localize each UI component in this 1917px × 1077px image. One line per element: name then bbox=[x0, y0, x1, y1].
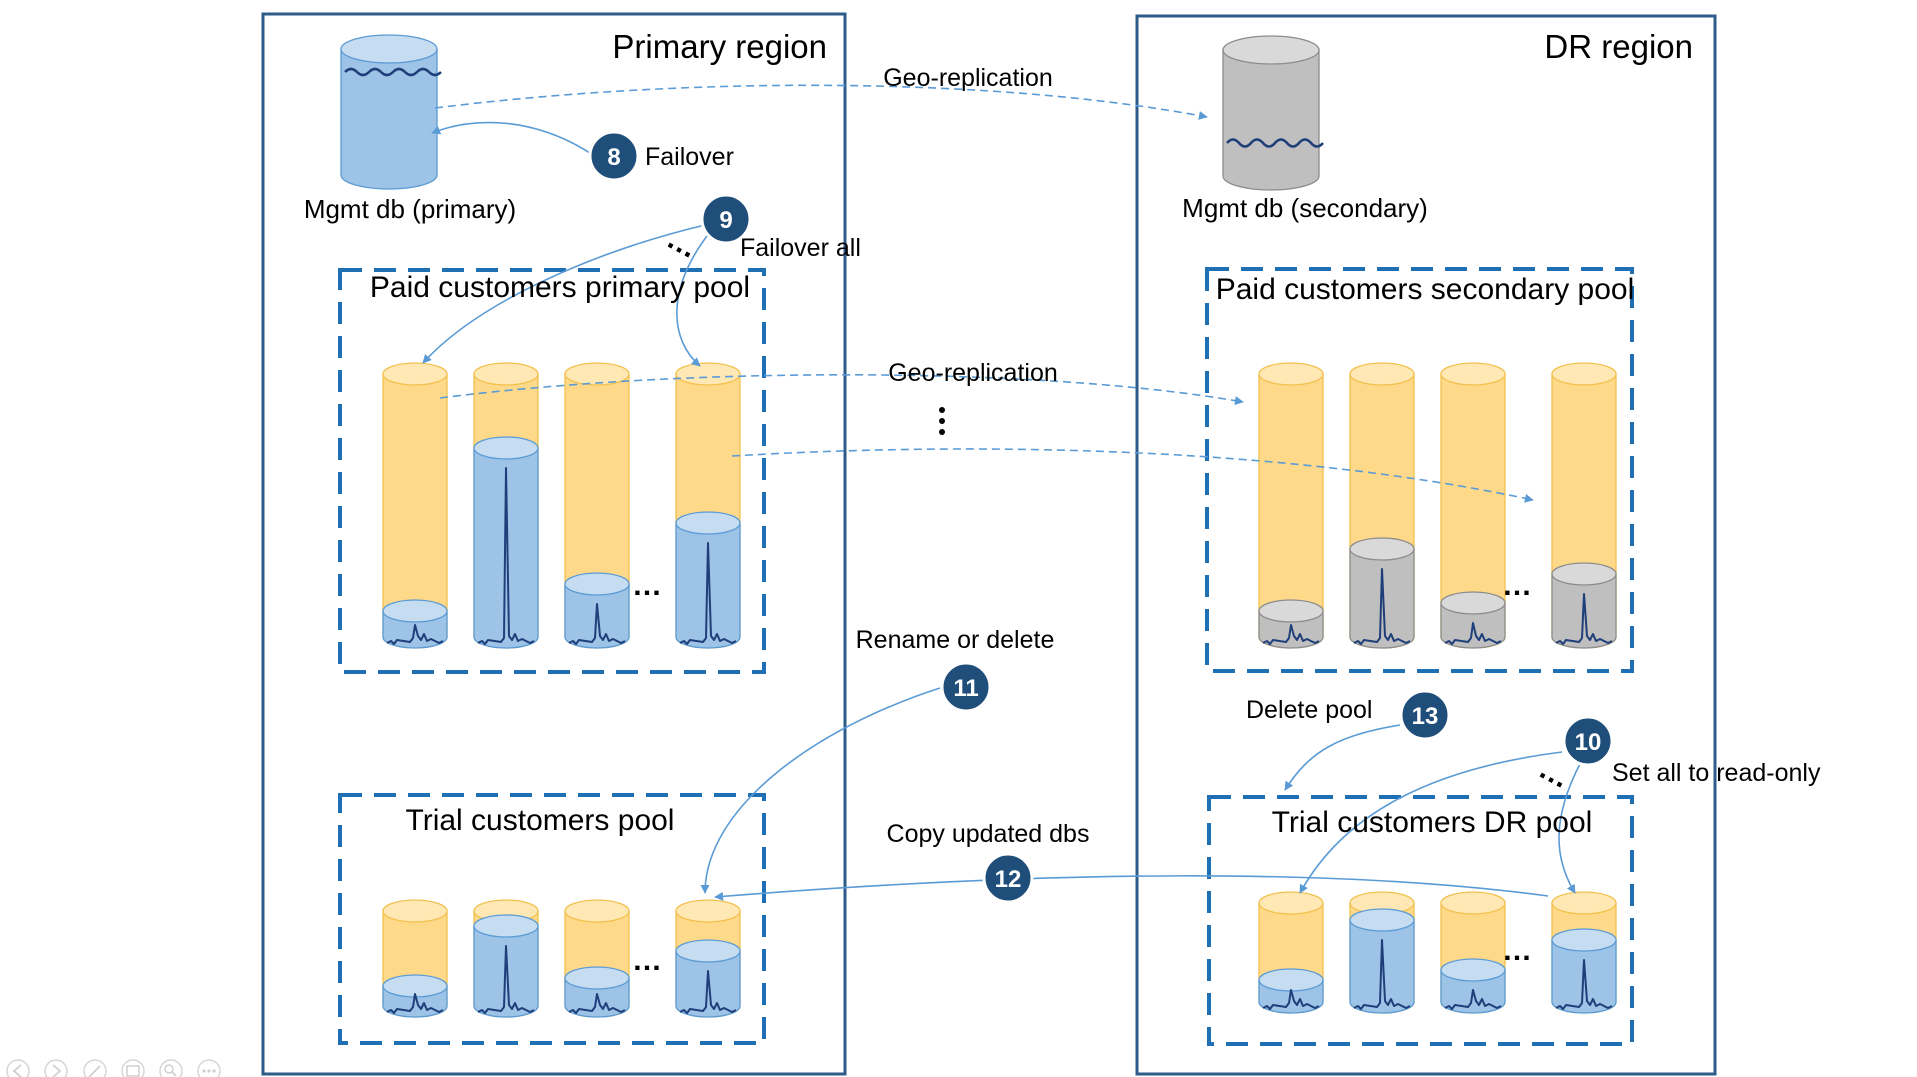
trial-primary-db-2 bbox=[473, 899, 539, 1018]
geo-replication-pool-arrow-2 bbox=[731, 448, 1534, 503]
step-badge-11-number: 11 bbox=[953, 675, 978, 702]
failover-all-label: Failover all bbox=[740, 234, 861, 262]
failover-all-ellipsis: … bbox=[661, 222, 703, 265]
delete-pool-label: Delete pool bbox=[1246, 696, 1372, 724]
step-badge-10: 10 bbox=[1562, 715, 1614, 767]
rename-or-delete-arrow bbox=[700, 687, 941, 894]
paid-primary-db-3 bbox=[564, 362, 630, 649]
trial-primary-pool-frame bbox=[338, 793, 766, 1045]
step-badge-13-number: 13 bbox=[1412, 703, 1439, 730]
database-cylinders bbox=[340, 34, 1617, 1018]
trial-dr-ellipsis: … bbox=[1502, 934, 1532, 967]
zoom-icon[interactable] bbox=[159, 1059, 183, 1077]
mgmt-db-secondary-label: Mgmt db (secondary) bbox=[1182, 193, 1428, 223]
failover-arrow bbox=[431, 121, 591, 154]
dr-region-title: DR region bbox=[1544, 28, 1693, 65]
paid-secondary-pool-title: Paid customers secondary pool bbox=[1216, 273, 1635, 306]
pen-icon[interactable] bbox=[83, 1059, 107, 1077]
step-badge-10-number: 10 bbox=[1575, 729, 1602, 756]
step-badge-8: 8 bbox=[588, 130, 640, 182]
slide-controls[interactable] bbox=[6, 1059, 221, 1077]
set-read-only-label: Set all to read-only bbox=[1612, 759, 1821, 787]
trial-primary-db-3 bbox=[564, 899, 630, 1018]
replication-vertical-ellipsis bbox=[939, 407, 945, 435]
trial-dr-db-4 bbox=[1551, 891, 1617, 1014]
trial-dr-pool-frame bbox=[1207, 795, 1634, 1046]
paid-primary-pool-frame bbox=[338, 268, 766, 674]
trial-primary-db-1 bbox=[382, 899, 448, 1018]
failover-all-arrow-2 bbox=[676, 231, 711, 367]
trial-primary-ellipsis: … bbox=[632, 944, 662, 977]
trial-dr-pool-title: Trial customers DR pool bbox=[1272, 806, 1593, 839]
paid-secondary-db-2 bbox=[1349, 362, 1415, 649]
step-badge-12-number: 12 bbox=[995, 866, 1022, 893]
geo-replication-mgmt-arrow bbox=[434, 84, 1208, 120]
primary-region-frame bbox=[261, 12, 847, 1076]
slides-icon[interactable] bbox=[121, 1059, 145, 1077]
paid-secondary-db-3 bbox=[1440, 362, 1506, 649]
step-badge-11: 11 bbox=[940, 661, 992, 713]
paid-primary-db-1 bbox=[382, 362, 448, 649]
paid-secondary-db-1 bbox=[1258, 362, 1324, 649]
set-read-only-arrow-1 bbox=[1299, 751, 1563, 894]
primary-region-title: Primary region bbox=[612, 28, 827, 65]
step-badge-12: 12 bbox=[982, 852, 1034, 904]
paid-primary-db-2 bbox=[473, 362, 539, 649]
previous-icon[interactable] bbox=[6, 1059, 30, 1077]
paid-secondary-db-4 bbox=[1551, 362, 1617, 649]
more-icon[interactable] bbox=[197, 1059, 221, 1077]
set-read-only-arrow-2 bbox=[1558, 759, 1583, 894]
flow-arrows bbox=[422, 84, 1583, 901]
next-icon[interactable] bbox=[44, 1059, 68, 1077]
geo-replication-mgmt-label: Geo-replication bbox=[883, 64, 1053, 92]
step-badge-8-number: 8 bbox=[607, 144, 620, 171]
trial-dr-db-3 bbox=[1440, 891, 1506, 1014]
paid-secondary-pool-frame bbox=[1205, 267, 1634, 673]
paid-primary-pool-title: Paid customers primary pool bbox=[370, 271, 750, 304]
trial-primary-db-4 bbox=[675, 899, 741, 1018]
trial-primary-pool-title: Trial customers pool bbox=[406, 804, 675, 837]
mgmt-db-primary-label: Mgmt db (primary) bbox=[304, 194, 516, 224]
delete-pool-arrow bbox=[1284, 724, 1401, 791]
trial-dr-db-1 bbox=[1258, 891, 1324, 1014]
trial-dr-db-2 bbox=[1349, 891, 1415, 1014]
geo-replication-pool-arrow-1 bbox=[439, 374, 1244, 406]
paid-primary-db-4 bbox=[675, 362, 741, 649]
copy-updated-dbs-label: Copy updated dbs bbox=[887, 820, 1090, 848]
step-badge-13: 13 bbox=[1399, 689, 1451, 741]
geo-replication-pool-label: Geo-replication bbox=[888, 359, 1058, 387]
step-badge-9: 9 bbox=[700, 193, 752, 245]
paid-primary-ellipsis: … bbox=[632, 569, 662, 602]
mgmt-db-secondary-cylinder bbox=[1222, 35, 1324, 191]
copy-updated-dbs-arrow bbox=[714, 875, 1549, 901]
failover-label: Failover bbox=[645, 143, 734, 171]
mgmt-db-primary-cylinder bbox=[340, 34, 442, 190]
step-badge-9-number: 9 bbox=[719, 207, 732, 234]
paid-secondary-ellipsis: … bbox=[1502, 569, 1532, 602]
dr-region-frame bbox=[1135, 14, 1717, 1076]
failover-all-arrow-1 bbox=[422, 224, 706, 364]
rename-or-delete-label: Rename or delete bbox=[856, 626, 1055, 654]
